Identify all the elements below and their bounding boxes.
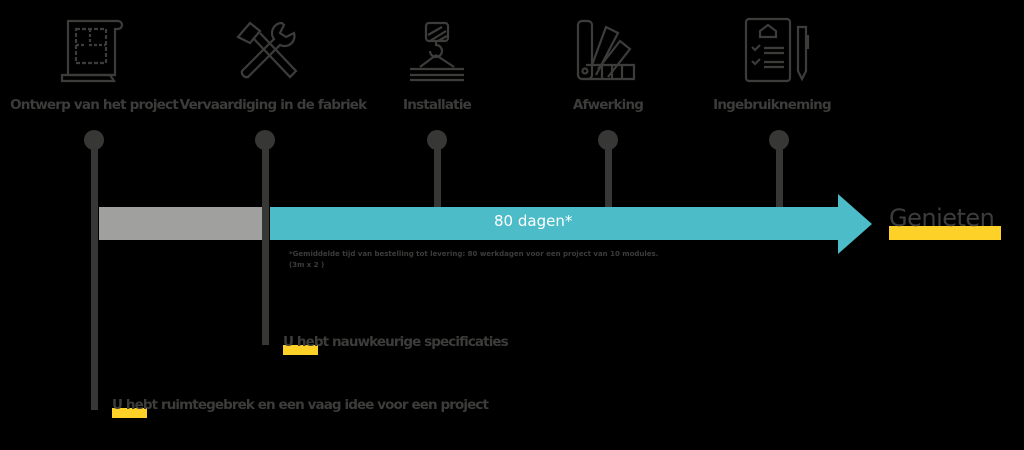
pin-stem xyxy=(776,140,783,208)
milestone-idea: U hebt ruimtegebrek en een vaag idee voo… xyxy=(112,397,489,418)
footnote-line-1: *Gemiddelde tijd van bestelling tot leve… xyxy=(289,250,659,258)
pin-head xyxy=(255,130,275,150)
end-highlight xyxy=(889,226,1001,240)
pin-head xyxy=(598,130,618,150)
milestone-highlight xyxy=(283,345,318,355)
milestone-highlight xyxy=(112,408,147,418)
stage-label-commissioning: Ingebruikneming xyxy=(713,97,832,113)
checklist-pen-icon xyxy=(742,15,812,85)
stage-label-installation: Installatie xyxy=(402,97,472,113)
pin-head xyxy=(84,130,104,150)
pin-stem xyxy=(262,140,269,345)
end-label: Genieten xyxy=(889,204,1001,240)
color-swatch-icon xyxy=(572,15,642,85)
hammer-wrench-icon xyxy=(230,15,300,85)
pin-stem xyxy=(434,140,441,208)
stage-label-finishing: Afwerking xyxy=(572,97,644,113)
stage-label-design: Ontwerp van het project xyxy=(10,97,179,113)
pin-stem xyxy=(605,140,612,208)
stage-label-manufacturing: Vervaardiging in de fabriek xyxy=(179,97,367,113)
pin-head xyxy=(769,130,789,150)
milestone-text: U hebt nauwkeurige specificaties xyxy=(283,334,509,350)
pin-head xyxy=(427,130,447,150)
footnote: *Gemiddelde tijd van bestelling tot leve… xyxy=(289,249,689,271)
milestone-specifications: U hebt nauwkeurige specificaties xyxy=(283,334,509,355)
duration-label: 80 dagen* xyxy=(494,212,573,230)
production-phase-bar xyxy=(270,207,840,240)
design-phase-bar xyxy=(99,207,262,240)
end-text: Genieten xyxy=(889,204,995,232)
blueprint-icon xyxy=(60,15,130,85)
pin-stem xyxy=(91,140,98,410)
milestone-text: U hebt ruimtegebrek en een vaag idee voo… xyxy=(112,397,489,413)
crane-hook-icon xyxy=(402,15,472,85)
footnote-line-2: (3m x 2 ) xyxy=(289,261,325,269)
arrow-head-icon xyxy=(838,194,872,254)
